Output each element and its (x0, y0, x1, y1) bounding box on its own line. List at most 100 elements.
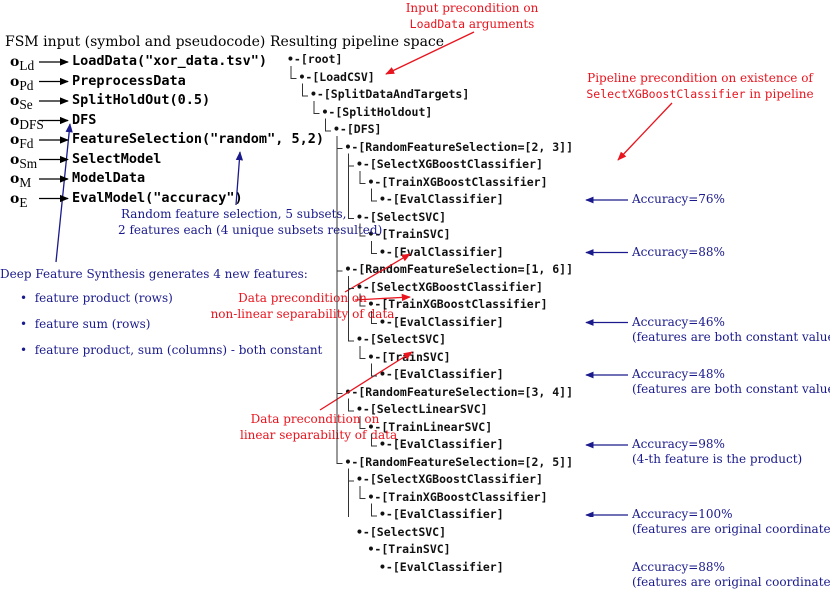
fsm-row: oFd (10, 131, 33, 152)
accuracy-note: (features are both constant values) (632, 382, 830, 396)
accuracy-label: Accuracy=48%(features are both constant … (632, 367, 830, 397)
tree-bullet: •- (344, 454, 359, 469)
annotation-arrows (39, 31, 673, 517)
tree-node-label: [SelectSVC] (369, 332, 447, 346)
fsm-symbol: o (10, 54, 20, 70)
tree-bullet: •- (367, 419, 382, 434)
tree-node: •-[EvalClassifier] (379, 245, 504, 259)
tree-node-label: [SelectSVC] (369, 524, 447, 539)
fsm-symbol: o (10, 132, 20, 148)
tree-bullet: •- (356, 524, 370, 539)
tree-connector (348, 153, 354, 219)
input-precondition-note: Input precondition on LoadData arguments (405, 1, 539, 31)
accuracy-value: Accuracy=98% (632, 437, 725, 451)
tree-node-label: [DFS] (346, 122, 382, 136)
tree-node: •-[TrainSVC] (368, 227, 451, 241)
tree-node: •-[TrainXGBoostClassifier] (368, 297, 548, 311)
tree-bullet: •- (356, 209, 370, 224)
fsm-pseudocode: ModelData (72, 170, 146, 186)
fsm-row: oLd (10, 53, 34, 74)
tree-connector (371, 188, 377, 202)
fsm-symbol-subscript: Sm (19, 155, 38, 171)
fsm-pseudocode: LoadData("xor_data.tsv") (72, 53, 268, 69)
tree-node: •-[EvalClassifier] (379, 192, 504, 206)
tree-connector (336, 136, 343, 394)
linear-precondition-note: Data precondition on linear separability… (240, 412, 398, 442)
tree-connector (325, 118, 331, 132)
tree-bullet: •- (344, 262, 359, 276)
accuracy-label: Accuracy=88% (632, 245, 725, 260)
pipeline-precondition-arrow (617, 102, 673, 161)
tree-node: •-[RandomFeatureSelection=[2, 3]] (345, 140, 574, 154)
tree-bullet: •- (356, 332, 370, 346)
tree-bullet: •- (367, 489, 382, 504)
tree-node: •-[SelectXGBoostClassifier] (356, 472, 543, 486)
tree-bullet: •- (310, 87, 324, 101)
fsm-symbol-subscript: M (19, 175, 32, 191)
fsm-heading: FSM input (symbol and pseudocode) (5, 34, 266, 50)
fsm-pseudocode: SelectModel (72, 150, 162, 167)
fsm-symbol-subscript: E (19, 194, 28, 210)
tree-connector (359, 171, 366, 184)
tree-node: •-[SplitDataAndTargets] (310, 87, 469, 101)
tree-bullet: •- (367, 297, 382, 311)
tree-connector (371, 433, 377, 447)
tree-node: •-[SelectSVC] (356, 332, 446, 346)
fsm-pseudocode: SplitHoldOut(0.5) (72, 92, 211, 108)
tree-connector (359, 416, 366, 429)
nonlinear-arrow-2 (354, 293, 411, 302)
accuracy-label: Accuracy=98%(4-th feature is the product… (632, 437, 802, 467)
tree-node: •-[TrainLinearSVC] (368, 420, 493, 434)
tree-bullet: •- (379, 192, 393, 206)
tree-node: •-[DFS] (333, 122, 381, 136)
tree-connector (336, 136, 343, 464)
fsm-pseudocode: FeatureSelection("random", 5,2) (72, 131, 324, 147)
nonlinear-arrow-1 (344, 253, 411, 293)
tree-connector (290, 66, 297, 79)
tree-node-label: [TrainSVC] (381, 542, 451, 556)
accuracy-note: (features are original coordinates) (632, 574, 830, 589)
tree-connector (348, 398, 354, 412)
tree-connector (302, 83, 308, 97)
tree-node: •-[RandomFeatureSelection=[2, 5]] (345, 455, 574, 469)
fsm-symbol-subscript: Se (19, 97, 33, 113)
accuracy-value: Accuracy=76% (632, 192, 725, 206)
tree-connector (359, 486, 366, 499)
tree-node-label: [root] (300, 52, 343, 66)
tree-connector (371, 241, 377, 254)
tree-bullet: •- (333, 122, 347, 136)
tree-bullet: •- (379, 244, 393, 259)
dfs-note-item: • feature sum (rows) (20, 317, 151, 331)
tree-bullet: •- (287, 52, 301, 66)
tree-bullet: •- (379, 437, 393, 451)
accuracy-value: Accuracy=88% (632, 559, 725, 574)
tree-node: •-[SelectLinearSVC] (356, 402, 488, 416)
tree-node-label: [EvalClassifier] (392, 244, 504, 259)
tree-bullet: •- (344, 139, 359, 154)
tree-bullet: •- (379, 559, 393, 574)
fsm-symbol: o (10, 93, 20, 109)
fsm-pseudocode: EvalModel("accuracy") (72, 189, 243, 206)
dfs-note-item: • feature product (rows) (20, 291, 173, 305)
accuracy-value: Accuracy=46% (632, 314, 725, 329)
tree-node-label: [EvalClassifier] (392, 192, 504, 206)
tree-node-label: [SelectXGBoostClassifier] (369, 157, 543, 171)
fsm-symbol-subscript: Pd (19, 77, 34, 93)
tree-connector (371, 311, 377, 324)
tree-connector (359, 223, 366, 237)
tree-connector (348, 468, 354, 482)
linear-arrow (319, 351, 413, 411)
dfs-note: Deep Feature Synthesis generates 4 new f… (0, 266, 322, 368)
tree-connector (336, 136, 343, 149)
fsm-row: oSe (10, 92, 33, 113)
tree-node-label: [LoadCSV] (312, 69, 375, 84)
tree-bullet: •- (321, 104, 336, 119)
fsm-symbol-subscript: DFS (19, 116, 44, 132)
tree-node-label: [TrainSVC] (381, 227, 451, 241)
tree-connector (371, 503, 377, 517)
tree-bullet: •- (367, 542, 382, 556)
tree-bullet: •- (367, 174, 382, 189)
tree-node: •-[EvalClassifier] (379, 560, 504, 574)
tree-node: •-[SelectSVC] (356, 525, 446, 539)
fsm-row: oSm (10, 151, 37, 172)
